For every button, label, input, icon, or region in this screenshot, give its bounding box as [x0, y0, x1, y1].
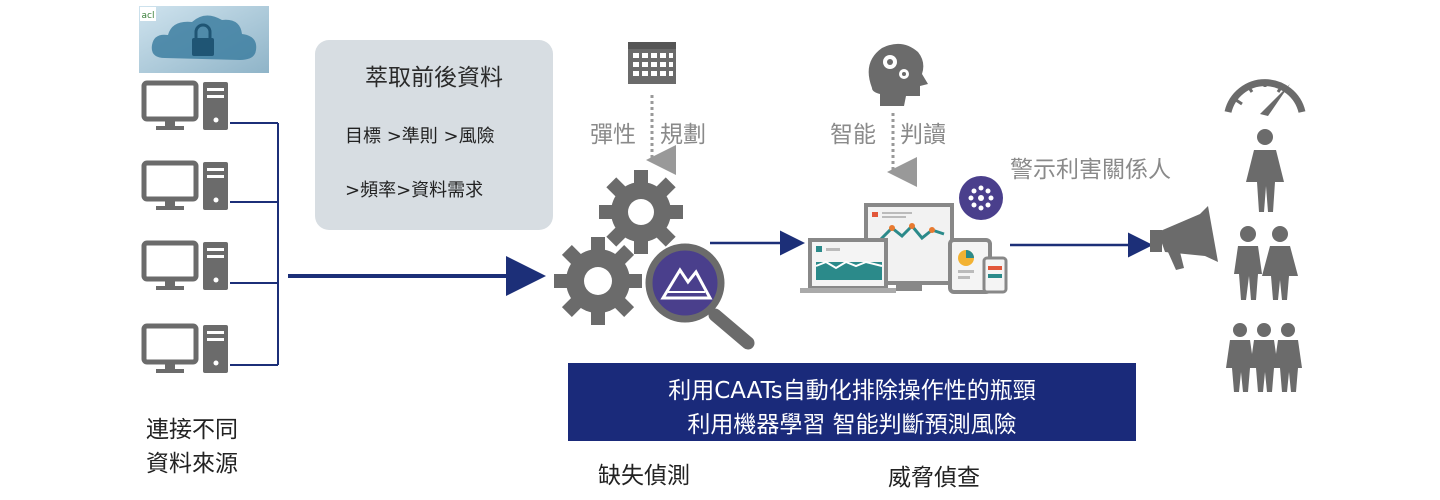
banner-line-1: 利用CAATs自動化排除操作性的瓶頸 — [668, 378, 1036, 404]
threat-detection-label: 威脅偵查 — [888, 465, 980, 491]
group-icon — [1226, 323, 1302, 392]
flexible-planning-label-1: 彈性 — [590, 122, 636, 148]
extract-line-2: >頻率>資料需求 — [345, 180, 484, 201]
extract-box: 萃取前後資料 目標 >準則 >風險 >頻率>資料需求 — [315, 40, 553, 230]
source-connector — [230, 122, 279, 366]
gear-icon — [554, 237, 642, 325]
cloud-lock-logo — [139, 6, 269, 73]
speedometer-icon — [1224, 79, 1306, 116]
calendar-icon — [628, 42, 676, 84]
source-label-line-1: 連接不同 — [146, 417, 238, 443]
person-icon — [1246, 129, 1284, 212]
source-label-line-2: 資料來源 — [146, 451, 238, 477]
computer-icon — [141, 80, 228, 130]
anomaly-detection-label: 缺失偵測 — [598, 463, 690, 489]
dashboard-devices-icon — [800, 176, 1008, 294]
computer-icon — [141, 240, 228, 290]
smart-interpret-label-1: 智能 — [830, 122, 876, 148]
couple-icon — [1234, 226, 1298, 300]
logo-text: acl — [142, 11, 155, 21]
smart-interpret-label-2: 判讀 — [900, 122, 946, 148]
gear-icon — [599, 170, 683, 254]
brain-head-icon — [868, 43, 928, 106]
computer-icon — [141, 323, 228, 373]
magnifier-icon — [645, 243, 755, 350]
flexible-planning-label-2: 規劃 — [660, 122, 706, 148]
extract-title: 萃取前後資料 — [365, 65, 503, 91]
extract-line-1: 目標 >準則 >風險 — [345, 126, 495, 147]
megaphone-icon — [1150, 206, 1218, 270]
caats-banner: 利用CAATs自動化排除操作性的瓶頸 利用機器學習 智能判斷預測風險 — [568, 363, 1136, 441]
banner-line-2: 利用機器學習 智能判斷預測風險 — [687, 412, 1017, 438]
computer-icon — [141, 160, 228, 210]
alert-stakeholders-label: 警示利害關係人 — [1010, 157, 1171, 183]
computer-icons — [141, 80, 228, 373]
